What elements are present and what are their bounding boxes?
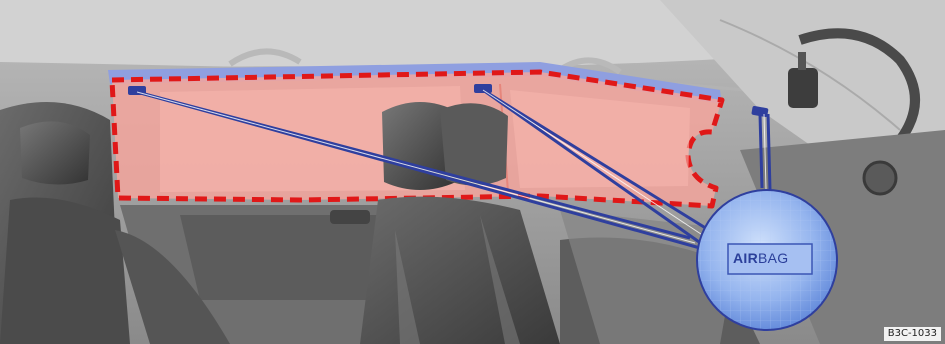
rear-headrest: [20, 121, 90, 184]
airbag-callout-label: AIRBAG: [733, 250, 788, 266]
airbag-label-regular: BAG: [758, 250, 788, 266]
figure-reference-code: B3C-1033: [884, 327, 941, 341]
airbag-label-bold: AIR: [733, 250, 758, 266]
rear-view-mirror: [788, 68, 818, 108]
